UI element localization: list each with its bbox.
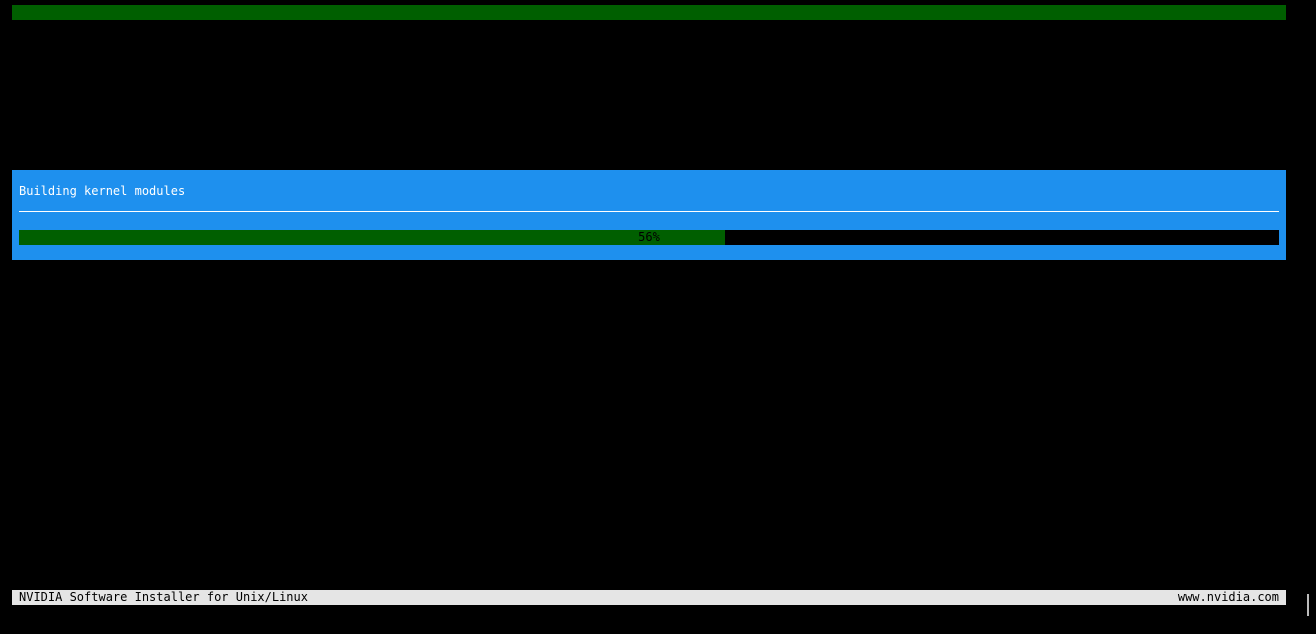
status-bar-website: www.nvidia.com <box>1177 590 1279 604</box>
progress-percent-label: 56% <box>638 230 660 244</box>
text-cursor <box>1307 594 1309 616</box>
dialog-divider <box>19 211 1279 212</box>
installer-title-bar: NVIDIA Accelerated Graphics Driver for L… <box>12 5 1286 34</box>
progress-bar-fill <box>19 230 725 245</box>
status-bar: NVIDIA Software Installer for Unix/Linux… <box>12 590 1286 605</box>
progress-bar: 56% <box>19 230 1279 245</box>
progress-message: Building kernel modules <box>19 184 186 198</box>
installer-title: NVIDIA Accelerated Graphics Driver for L… <box>432 20 895 34</box>
status-bar-product: NVIDIA Software Installer for Unix/Linux <box>19 590 308 604</box>
progress-dialog: Building kernel modules 56% <box>12 170 1286 260</box>
